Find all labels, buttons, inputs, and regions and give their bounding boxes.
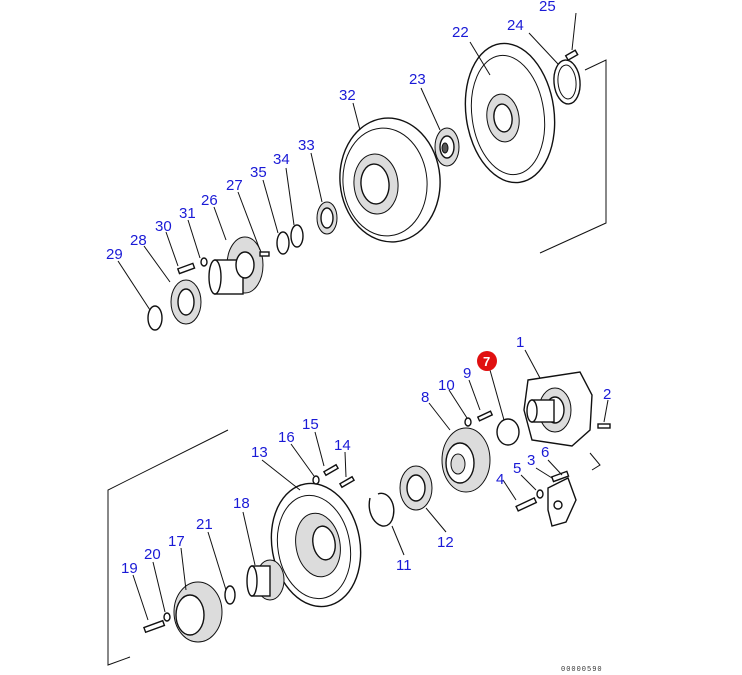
part-1-drawing <box>523 371 593 447</box>
callout-7[interactable]: 7 <box>483 354 490 369</box>
part-34-drawing <box>290 224 304 248</box>
part-7-drawing <box>496 418 520 446</box>
leader-lines <box>117 12 609 621</box>
callout-4[interactable]: 4 <box>496 471 504 488</box>
callout-19[interactable]: 19 <box>121 560 138 577</box>
part-27-drawing <box>259 251 270 257</box>
callout-29[interactable]: 29 <box>106 246 123 263</box>
callout-5[interactable]: 5 <box>513 460 521 477</box>
drawing-serial-number: 00000590 <box>561 666 603 674</box>
callout-22[interactable]: 22 <box>452 24 469 41</box>
upper-assembly <box>147 42 607 331</box>
part-25-drawing <box>564 49 579 62</box>
callout-23[interactable]: 23 <box>409 71 426 88</box>
part-8-drawing <box>441 427 491 493</box>
part-20-drawing <box>163 612 171 622</box>
lower-assembly <box>107 371 611 666</box>
callout-20[interactable]: 20 <box>144 546 161 563</box>
callout-10[interactable]: 10 <box>438 377 455 394</box>
part-2-drawing <box>597 423 611 429</box>
part-29-drawing <box>147 305 163 331</box>
part-23-drawing <box>434 127 460 167</box>
callout-27[interactable]: 27 <box>226 177 243 194</box>
callout-34[interactable]: 34 <box>273 151 290 168</box>
part-19-drawing <box>143 619 166 634</box>
callout-17[interactable]: 17 <box>168 533 185 550</box>
callout-31[interactable]: 31 <box>179 205 196 222</box>
part-10-drawing <box>464 417 472 427</box>
callout-7-highlight[interactable]: 7 <box>477 351 497 371</box>
part-26-drawing <box>208 236 264 295</box>
callout-30[interactable]: 30 <box>155 218 172 235</box>
part-14-drawing <box>338 475 356 489</box>
part-15-drawing <box>322 463 340 477</box>
callout-9[interactable]: 9 <box>463 365 471 382</box>
part-24-drawing <box>553 59 581 105</box>
callout-12[interactable]: 12 <box>437 534 454 551</box>
part-6-drawing <box>547 477 577 527</box>
part-21-drawing <box>224 585 236 605</box>
callout-16[interactable]: 16 <box>278 429 295 446</box>
callout-1[interactable]: 1 <box>516 334 524 351</box>
part-22-drawing <box>464 42 556 184</box>
callout-6[interactable]: 6 <box>541 444 549 461</box>
part-3-drawing <box>550 470 570 483</box>
callout-33[interactable]: 33 <box>298 137 315 154</box>
part-5-drawing <box>536 489 544 499</box>
part-32-drawing <box>339 117 441 243</box>
callout-13[interactable]: 13 <box>251 444 268 461</box>
callout-3[interactable]: 3 <box>527 452 535 469</box>
callout-18[interactable]: 18 <box>233 495 250 512</box>
callout-24[interactable]: 24 <box>507 17 524 34</box>
callout-35[interactable]: 35 <box>250 164 267 181</box>
callout-2[interactable]: 2 <box>603 386 611 403</box>
callout-25[interactable]: 25 <box>539 0 556 15</box>
part-31-drawing <box>200 257 208 267</box>
part-9-drawing <box>476 410 494 422</box>
part-11-drawing <box>368 492 395 527</box>
callout-labels: 25 24 22 23 32 33 34 35 27 26 31 30 28 2… <box>106 0 611 577</box>
part-4-drawing <box>515 497 538 512</box>
part-13-drawing <box>270 482 362 608</box>
callout-7-marker[interactable] <box>477 351 497 371</box>
callout-26[interactable]: 26 <box>201 192 218 209</box>
callout-14[interactable]: 14 <box>334 437 351 454</box>
callout-32[interactable]: 32 <box>339 87 356 104</box>
callout-21[interactable]: 21 <box>196 516 213 533</box>
callout-11[interactable]: 11 <box>396 557 412 574</box>
callout-15[interactable]: 15 <box>302 416 319 433</box>
part-30-drawing <box>176 262 196 275</box>
callout-8[interactable]: 8 <box>421 389 429 406</box>
part-35-drawing <box>276 231 290 255</box>
callout-28[interactable]: 28 <box>130 232 147 249</box>
part-16-drawing <box>312 475 320 485</box>
